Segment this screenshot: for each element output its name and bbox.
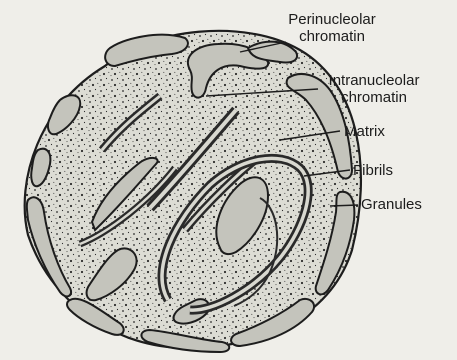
label-line: Perinucleolar	[282, 11, 382, 28]
label-fibrils: Fibrils	[353, 162, 393, 179]
label-granules: Granules	[361, 196, 422, 213]
label-intranucleolar-chromatin: Intranucleolar chromatin	[315, 72, 433, 106]
label-matrix: Matrix	[344, 123, 385, 140]
label-perinucleolar-chromatin: Perinucleolar chromatin	[282, 11, 382, 45]
label-line: Intranucleolar	[315, 72, 433, 89]
label-line: chromatin	[315, 89, 433, 106]
label-line: chromatin	[282, 28, 382, 45]
